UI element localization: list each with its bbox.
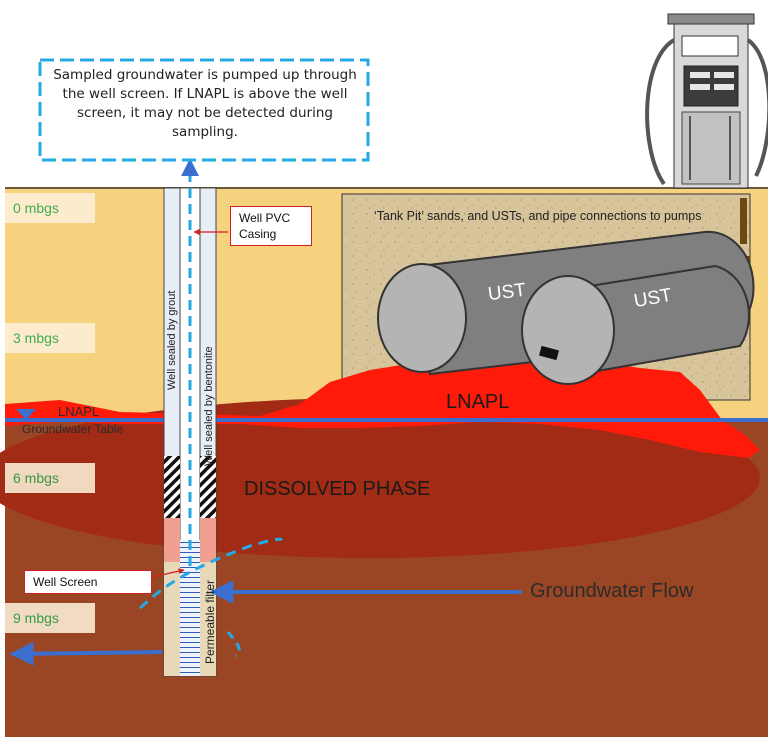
filter-pack-left [164,562,180,676]
bentonite-seal-left [164,456,180,518]
callout-text: Sampled groundwater is pumped up through… [53,67,357,140]
ust-label-left: UST [486,279,528,306]
groundwater-table-label: Groundwater Table [22,422,124,436]
depth-label-6: 6 mbgs [5,463,95,493]
depth-label-3: 3 mbgs [5,323,95,353]
groundwater-flow-label: Groundwater Flow [530,580,694,602]
bentonite-seal-right [200,456,216,518]
pipe-connection [740,198,747,244]
depth-label-0: 0 mbgs [5,193,95,223]
filter-pack-upper-right [200,518,216,562]
groundwater-table-line [5,418,768,422]
bentonite-seal-label: Well sealed by bentonite [203,346,215,466]
fuel-dispenser [645,13,768,189]
callout-box [38,58,370,162]
pump-fitting [539,345,559,361]
water-table-icon [16,409,36,420]
dissolved-phase-label: DISSOLVED PHASE [244,478,431,500]
filter-pack-upper-left [164,518,180,562]
grout-seal-label: Well sealed by grout [166,290,178,390]
lnapl-left-label: LNAPL [58,404,100,419]
permeable-filter-label: Permeable filter [203,579,217,664]
depth-label-9: 9 mbgs [5,603,95,633]
capture-zone-arc-lower [226,631,241,658]
well-pvc-casing-label: Well PVC Casing [230,206,312,246]
capture-zone-arc [138,537,284,610]
groundwater-outflow-arrow [9,641,163,666]
ground-surface-line [5,187,768,189]
lnapl-label: LNAPL [446,391,510,413]
tank-pit-label: ‘Tank Pit’ sands, and USTs, and pipe con… [374,209,702,223]
well-screen-label: Well Screen [24,570,152,594]
